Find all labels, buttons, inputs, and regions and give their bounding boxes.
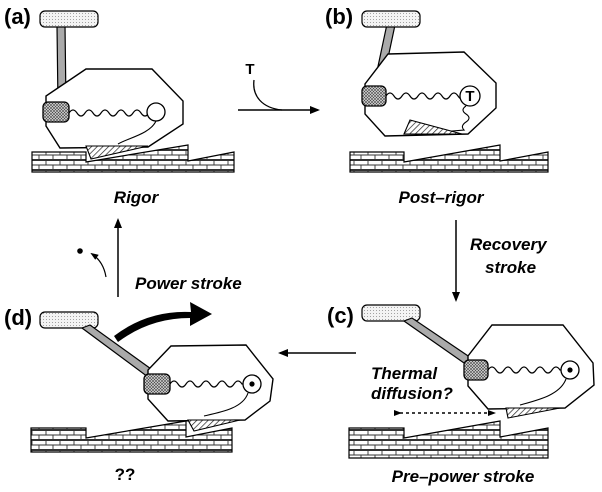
- thermal-label-line1: Thermal: [371, 364, 438, 383]
- state-label-rigor: Rigor: [114, 188, 160, 207]
- phosphate-release-curve: [90, 252, 107, 278]
- actin-filament: [348, 420, 549, 459]
- pocket-tether: [203, 392, 249, 417]
- binding-pocket: [459, 85, 481, 107]
- actin-binding-wedge: [505, 407, 561, 419]
- phosphate-dot: [77, 248, 83, 254]
- spring: [385, 92, 468, 100]
- panel-a: (a) Rigor: [4, 4, 235, 207]
- panel-a-letter: (a): [4, 4, 31, 29]
- actin-binding-wedge: [187, 419, 241, 432]
- panel-b-letter: (b): [325, 4, 353, 29]
- actin-binding-wedge: [85, 145, 149, 160]
- converter-domain: [463, 359, 489, 381]
- converter-domain: [143, 373, 171, 395]
- adp-pi-dot: [567, 367, 573, 373]
- atp-binding-transition: T: [238, 61, 320, 114]
- spring: [487, 366, 562, 374]
- state-label-pre-power-stroke: Pre–power stroke: [392, 467, 535, 486]
- lever-cap: [361, 10, 421, 28]
- lever-cap: [39, 10, 99, 28]
- panel-b: (b) T Post–rigor: [325, 4, 549, 207]
- recovery-label-line2: stroke: [485, 258, 536, 277]
- lever-cap: [361, 304, 421, 322]
- converter-domain: [361, 85, 387, 107]
- atp-label: T: [245, 61, 254, 78]
- lever-cap: [39, 311, 99, 329]
- power-stroke-transition: Power stroke: [77, 218, 242, 342]
- converter-domain: [42, 101, 70, 123]
- state-label-unknown: ??: [115, 465, 136, 484]
- pocket-tether: [117, 120, 157, 145]
- spring: [169, 380, 246, 388]
- spring: [68, 109, 159, 117]
- actin-filament: [31, 144, 235, 173]
- lever-swing-arrow: [114, 302, 212, 342]
- actin-binding-wedge: [403, 119, 463, 135]
- atp-incoming-curve: [253, 79, 283, 111]
- binding-pocket: [146, 102, 166, 122]
- panel-d-letter: (d): [4, 305, 32, 330]
- recovery-stroke-transition: Recovery stroke: [452, 220, 548, 302]
- thermal-label-line2: diffusion?: [371, 384, 453, 403]
- state-label-post-rigor: Post–rigor: [398, 188, 484, 207]
- pocket-tether: [519, 378, 567, 406]
- panel-c: (c) Thermal diffusion? Pre–power stroke: [327, 303, 595, 486]
- bound-atp-label: T: [465, 88, 474, 105]
- pocket-tether: [439, 105, 470, 133]
- adp-pi-dot: [249, 381, 255, 387]
- panel-c-letter: (c): [327, 303, 354, 328]
- power-stroke-label: Power stroke: [135, 274, 242, 293]
- panel-d: (d) ??: [4, 305, 274, 484]
- recovery-label-line1: Recovery: [470, 235, 548, 254]
- actin-filament: [349, 144, 549, 173]
